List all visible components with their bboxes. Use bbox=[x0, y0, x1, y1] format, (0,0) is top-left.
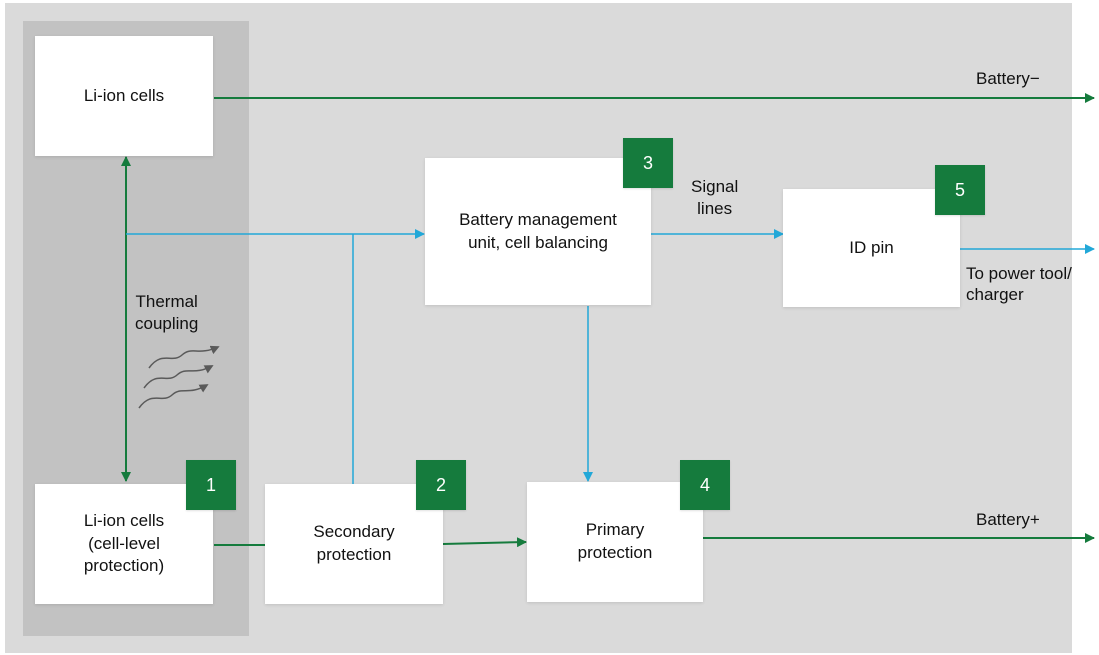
signal-lines-label: Signal lines bbox=[691, 176, 738, 220]
primary-protection-badge: 4 bbox=[680, 460, 730, 510]
li-ion-cells-bottom-label: Li-ion cells (cell-level protection) bbox=[84, 510, 164, 579]
id-pin-label: ID pin bbox=[849, 237, 894, 257]
secondary-to-primary-line bbox=[442, 537, 527, 548]
secondary-protection-label: Secondary protection bbox=[313, 521, 394, 567]
to-power-tool-line1: To power tool/ bbox=[966, 264, 1072, 283]
secondary-protection-line1: Secondary bbox=[313, 522, 395, 542]
bmu-badge: 3 bbox=[623, 138, 673, 188]
bmu-label: Battery management unit, cell balancing bbox=[459, 209, 617, 255]
battery-plus-label: Battery+ bbox=[976, 510, 1040, 529]
primary-protection-line1: Primary bbox=[585, 520, 645, 540]
primary-protection-line2: protection bbox=[577, 543, 653, 562]
to-power-tool-label: To power tool/ charger bbox=[966, 263, 1072, 306]
secondary-protection-box: Secondary protection bbox=[265, 484, 443, 604]
primary-protection-box: Primary protection bbox=[527, 482, 703, 602]
li-ion-cells-bottom-line2: (cell-level bbox=[88, 533, 160, 553]
li-ion-cells-bottom-box: Li-ion cells (cell-level protection) bbox=[35, 484, 213, 604]
bmu-label-line2: unit, cell balancing bbox=[468, 232, 608, 252]
signal-lines-line1: Signal bbox=[691, 177, 739, 196]
li-ion-cells-top-label: Li-ion cells bbox=[83, 85, 165, 105]
secondary-protection-badge: 2 bbox=[416, 460, 466, 510]
li-ion-cells-top-box: Li-ion cells bbox=[35, 36, 213, 156]
li-ion-cells-bottom-line3: protection) bbox=[83, 556, 165, 576]
primary-protection-label: Primary protection bbox=[578, 519, 653, 565]
id-pin-badge: 5 bbox=[935, 165, 985, 215]
to-power-tool-line2: charger bbox=[966, 285, 1024, 305]
bmu-box: Battery management unit, cell balancing bbox=[425, 158, 651, 305]
bmu-label-line1: Battery management bbox=[459, 209, 617, 229]
li-ion-cells-bottom-badge: 1 bbox=[186, 460, 236, 510]
id-pin-box: ID pin bbox=[783, 189, 960, 307]
heat-waves-icon bbox=[138, 345, 220, 409]
thermal-coupling-line2: coupling bbox=[135, 314, 199, 334]
secondary-protection-line2: protection bbox=[316, 545, 392, 564]
signal-lines-line2: lines bbox=[697, 199, 733, 219]
thermal-coupling-label: Thermal coupling bbox=[135, 291, 198, 335]
thermal-coupling-line1: Thermal bbox=[135, 292, 198, 311]
li-ion-cells-bottom-line1: Li-ion cells bbox=[83, 510, 165, 530]
battery-minus-label: Battery− bbox=[976, 69, 1040, 88]
